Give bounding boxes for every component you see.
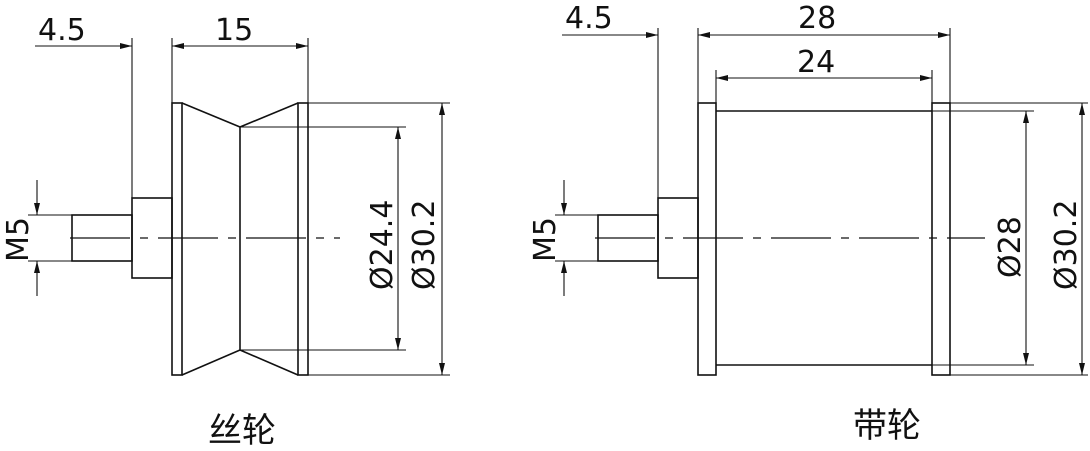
left-dim-groove-dia: Ø24.4	[365, 200, 400, 290]
belt-wheel-drawing: 4.5 28 24 M5 Ø28 Ø30.2 带轮	[528, 1, 1088, 446]
right-dim-inner-width: 24	[797, 45, 835, 80]
left-groove-bottom	[181, 349, 299, 376]
right-dim-body-dia: Ø28	[993, 216, 1028, 278]
right-flange-a	[697, 102, 717, 376]
left-dim-body-width: 15	[215, 13, 253, 48]
left-flange-a	[171, 102, 183, 376]
right-flange-b	[931, 102, 951, 376]
right-dim-body-width: 28	[798, 1, 836, 36]
right-dim-outer-dia: Ø30.2	[1049, 200, 1084, 290]
right-dim-thread: M5	[528, 217, 563, 262]
left-dim-outer-dia: Ø30.2	[407, 200, 442, 290]
right-dim-shaft-len: 4.5	[565, 1, 613, 36]
left-dim-thread: M5	[1, 217, 36, 262]
left-dim-shaft-len: 4.5	[38, 13, 86, 48]
right-caption: 带轮	[853, 406, 921, 446]
left-groove-top	[181, 102, 299, 128]
left-caption: 丝轮	[208, 411, 276, 451]
wire-wheel-drawing: 4.5 15 M5 Ø24.4 Ø30.2 丝轮	[1, 13, 450, 451]
left-flange-b	[297, 102, 309, 376]
